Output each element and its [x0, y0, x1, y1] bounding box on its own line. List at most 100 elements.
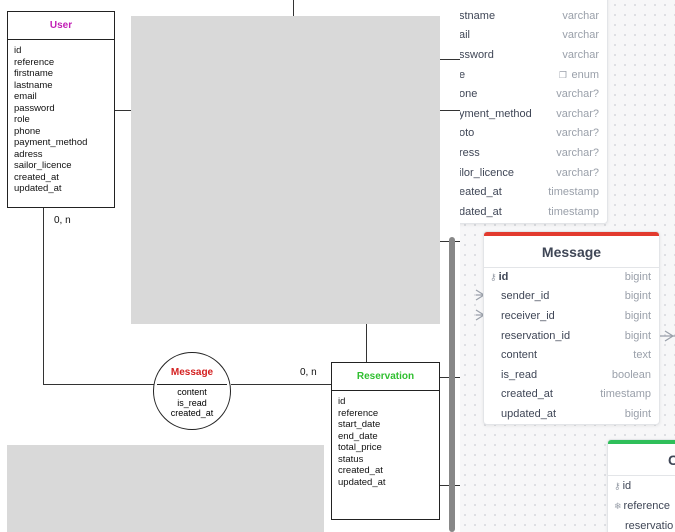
column-type: bigint [624, 309, 651, 322]
placeholder-block-bottom [7, 445, 324, 532]
column-name: reservatio [625, 519, 674, 532]
connector-message-to-reservation [231, 384, 331, 385]
table-row[interactable]: updated_at bigint [484, 404, 659, 424]
column-type: bigint [624, 329, 651, 342]
column-name: ⚷id [490, 270, 509, 283]
message-association-divider [157, 384, 227, 385]
table-row[interactable]: is_read boolean [484, 365, 659, 385]
partial-table[interactable]: C ⚷id ❄reference reservatio [607, 439, 675, 532]
user-attribute: id [14, 45, 22, 56]
table-row[interactable]: ⚷id [608, 476, 675, 496]
column-type: bigint [624, 407, 651, 420]
reservation-attribute: reference [338, 407, 379, 419]
table-row[interactable]: e❐ enum [460, 65, 607, 85]
snowflake-icon: ❄ [614, 500, 622, 511]
reservation-attribute: status [338, 453, 364, 465]
user-table-partial[interactable]: stnamevarcharailvarcharsswordvarchare❐ e… [460, 0, 608, 224]
table-row[interactable]: reservation_id bigint [484, 326, 659, 346]
relation-crowfoot-receiver [475, 309, 485, 321]
column-type: varchar? [556, 107, 599, 120]
column-type: boolean [611, 368, 651, 381]
table-row[interactable]: receiver_id bigint [484, 306, 659, 326]
user-attribute: payment_method [14, 137, 88, 148]
reservation-attribute: end_date [338, 430, 378, 442]
reservation-attribute: total_price [338, 442, 382, 453]
column-type: varchar [562, 29, 599, 42]
reservation-attribute: start_date [338, 419, 381, 430]
connector-reservation-up [366, 324, 367, 362]
message-table-title: Message [484, 232, 659, 268]
column-type: timestamp [548, 205, 599, 218]
reservation-attribute: created_at [338, 465, 383, 476]
user-attribute: firstname [14, 68, 54, 79]
reservation-entity-title: Reservation [332, 363, 439, 391]
user-attribute: updated_at [14, 183, 62, 194]
user-attribute: sailor_licence [14, 160, 72, 171]
column-name: e [460, 69, 465, 81]
message-association-title: Message [170, 367, 214, 378]
cardinality-reservation: 0, n [300, 367, 317, 378]
bookmark-icon: ❐ [558, 69, 570, 80]
column-name: ⚷id [614, 479, 632, 492]
connector-user-to-message [43, 384, 154, 385]
column-type: bigint [624, 270, 651, 283]
column-name: ilor_licence [460, 166, 515, 179]
user-entity-title: User [8, 12, 114, 40]
user-attribute: reference [14, 56, 55, 68]
table-row[interactable]: oto varchar? [460, 124, 607, 144]
column-name: reservation_id [501, 329, 571, 342]
cardinality-user: 0, n [54, 215, 71, 226]
table-row[interactable]: ❄reference [608, 496, 675, 516]
column-name: oto [460, 127, 475, 140]
user-attribute: lastname [14, 79, 53, 91]
vertical-scrollbar[interactable] [449, 237, 455, 532]
message-association-attribute: created_at [170, 408, 214, 418]
relation-crowfoot-sender [475, 289, 485, 301]
message-association-attribute: is_read [177, 397, 207, 408]
message-association-attribute: content [177, 387, 207, 397]
column-name: is_read [501, 368, 538, 381]
partial-table-title: C [608, 440, 675, 476]
connector-top [293, 0, 294, 16]
column-name: updated_at [501, 407, 557, 420]
key-icon: ⚷ [614, 480, 621, 491]
reservation-attribute: id [338, 396, 346, 407]
user-attribute: role [14, 114, 30, 125]
table-row[interactable]: ⚷id bigint [484, 267, 659, 287]
column-name: receiver_id [501, 309, 555, 322]
column-name: created_at [501, 388, 553, 401]
column-type: varchar? [556, 88, 599, 101]
connector-right-2 [440, 110, 460, 111]
column-name: ress [460, 146, 480, 159]
user-attribute: phone [14, 125, 41, 137]
table-row[interactable]: reservatio [608, 516, 675, 532]
connector-user-right [115, 110, 131, 111]
user-attribute: email [14, 91, 37, 102]
column-name: content [501, 349, 538, 362]
column-type: varchar? [556, 127, 599, 140]
reservation-attribute: updated_at [338, 476, 386, 488]
relation-crowfoot-reservation [660, 330, 675, 342]
column-name: ssword [460, 48, 494, 61]
column-name: ❄reference [614, 499, 671, 512]
